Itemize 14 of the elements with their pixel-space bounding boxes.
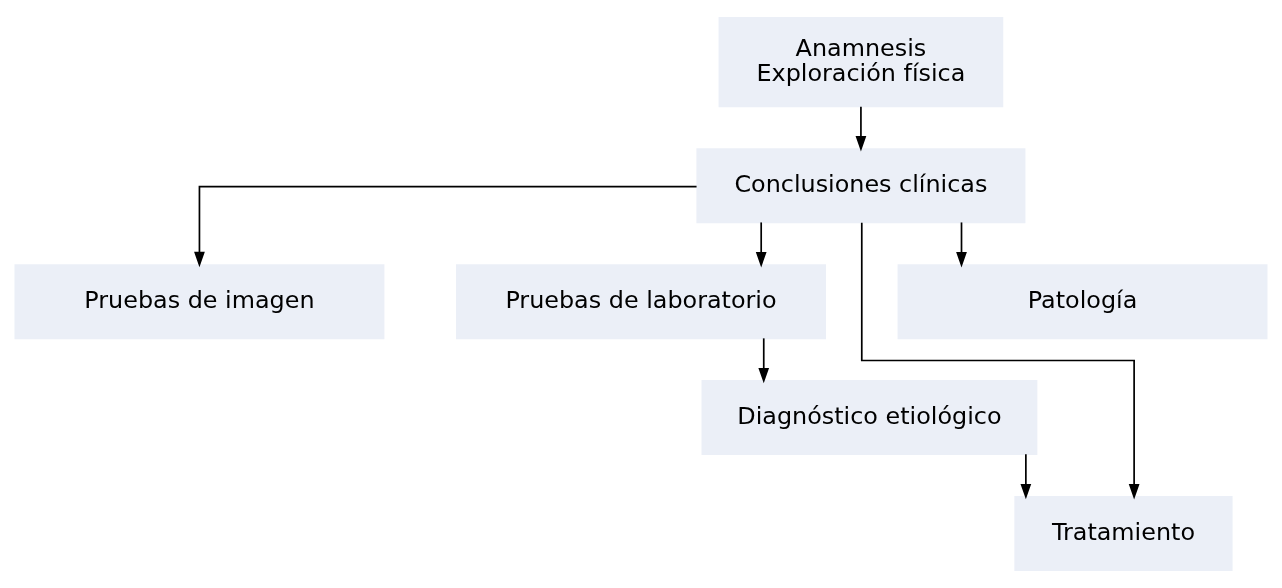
- arrow: [855, 105, 867, 152]
- node-box: Diagnóstico etiológico: [701, 380, 1038, 456]
- arrow: [758, 337, 770, 384]
- node-box: Pruebas de laboratorio: [456, 264, 826, 340]
- node-box: Anamnesis Exploración física: [718, 16, 1004, 108]
- arrow: [1020, 453, 1032, 500]
- arrow: [194, 185, 698, 268]
- arrow: [755, 221, 767, 268]
- node-box: Tratamiento: [1014, 496, 1233, 572]
- node-box: Patología: [897, 264, 1268, 340]
- arrow: [860, 221, 1140, 500]
- node-box: Conclusiones clínicas: [696, 148, 1026, 224]
- arrow: [956, 221, 967, 268]
- node-box: Pruebas de imagen: [14, 264, 385, 340]
